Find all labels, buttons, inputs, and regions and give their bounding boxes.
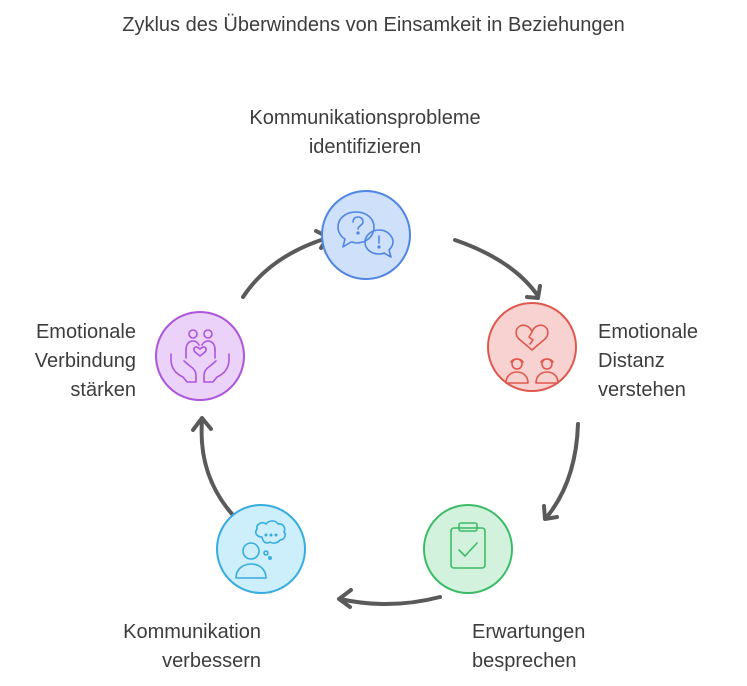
step-node-4 <box>216 504 306 594</box>
step-label-1: Kommunikationsprobleme identifizieren <box>249 107 481 158</box>
arrow-step5-to-step1 <box>241 236 329 299</box>
step-label-3: Erwartungen besprechen <box>472 621 586 672</box>
arrowhead-step5 <box>191 416 213 432</box>
step-node-1 <box>321 190 411 280</box>
family-heart-hands-icon <box>170 329 230 383</box>
arrow-step3-to-step4 <box>338 595 442 607</box>
step-label-4: Kommunikation verbessern <box>123 621 261 672</box>
arrow-step4-to-step5 <box>199 418 234 516</box>
step-node-3 <box>423 504 513 594</box>
step-label-5: Emotionale Verbindung stärken <box>34 321 136 401</box>
step-label-2: Emotionale Distanz verstehen <box>598 321 699 401</box>
clipboard-check-icon <box>450 522 486 569</box>
arrowhead-step4 <box>337 588 353 609</box>
speech-bubbles-question-exclamation-icon <box>337 211 394 258</box>
step-node-5 <box>155 311 245 401</box>
arrow-step1-to-step2 <box>453 238 540 298</box>
step-node-2 <box>487 302 577 392</box>
person-thought-bubble-icon <box>235 520 287 579</box>
arrowhead-step3 <box>542 504 559 521</box>
diagram-title: Zyklus des Überwindens von Einsamkeit in… <box>122 14 625 36</box>
arrowhead-step2 <box>525 284 542 300</box>
arrow-step2-to-step3 <box>544 422 580 520</box>
broken-heart-two-people-icon <box>505 324 559 384</box>
